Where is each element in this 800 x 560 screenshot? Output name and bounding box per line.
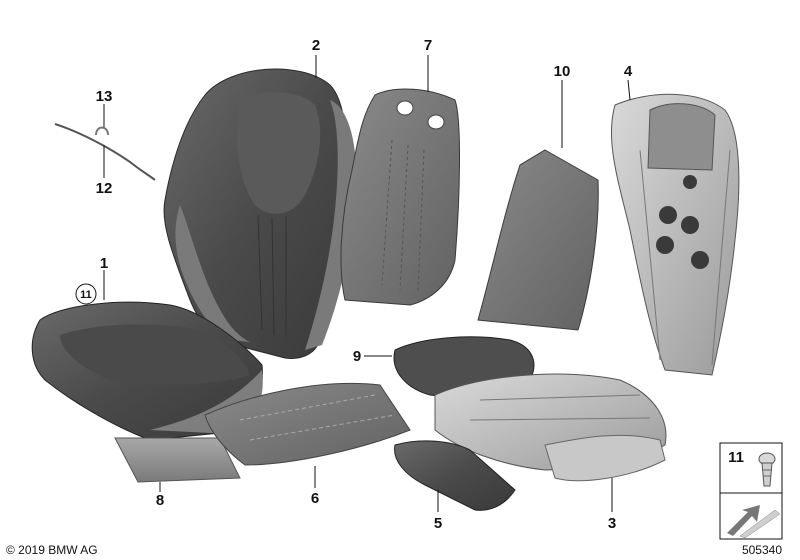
part-6-seat-foam [204,382,411,466]
part-7-backrest-pad [340,88,461,306]
circled-reference: 11 [75,283,97,305]
callout-5: 5 [434,515,442,532]
part-1-seat-cover [31,301,263,441]
diagram-number: 505340 [742,543,782,557]
callout-3: 3 [608,515,616,532]
cross-reference-arrow-icon [727,505,781,539]
clip-fastener-icon [758,452,776,487]
part-4-backrest-frame [610,93,740,376]
legend-box: 11 [719,442,783,540]
callout-10: 10 [554,63,571,80]
callout-12: 12 [96,180,113,197]
part-5-side-trim [394,440,516,511]
callout-9: 9 [353,348,361,365]
part-10-rear-panel [477,149,599,331]
callout-6: 6 [311,490,319,507]
part-8-seat-pad [114,437,241,483]
callout-1: 1 [100,255,108,272]
callout-11: 11 [728,449,744,466]
part-13-clip [95,126,109,136]
callout-8: 8 [156,492,164,509]
part-2-backrest-cover [163,68,357,359]
copyright-notice: © 2019 BMW AG [6,543,98,557]
callout-7: 7 [424,37,432,54]
part-12-wire [54,123,156,181]
callout-13: 13 [96,88,113,105]
part-3-seat-frame [434,373,667,482]
circled-reference-label: 11 [80,289,92,301]
leader-lines [103,55,631,512]
callout-4: 4 [624,63,633,80]
callout-2: 2 [312,37,320,54]
